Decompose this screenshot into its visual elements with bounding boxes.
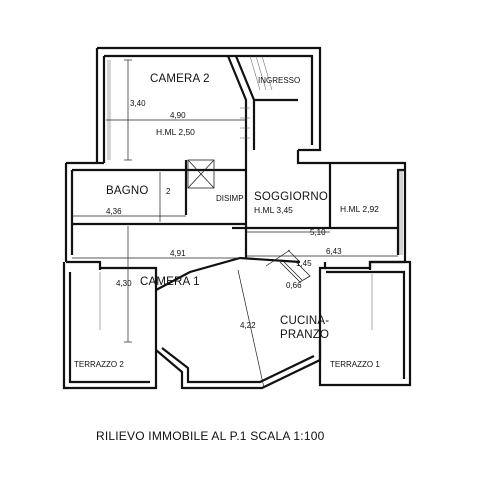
label-disimp: DISIMP — [216, 194, 244, 203]
height-right: H.ML 2,92 — [340, 204, 379, 214]
label-bagno: BAGNO — [106, 185, 149, 197]
outer-walls — [62, 46, 412, 390]
dim-kitchen-1: 1,45 — [296, 259, 312, 268]
dim-camera2-width: 4,90 — [170, 111, 186, 120]
label-ingresso: INGRESSO — [258, 76, 300, 85]
label-cucina-line1: CUCINA- — [280, 315, 329, 327]
label-terrazzo2: TERRAZZO 2 — [74, 360, 124, 369]
dim-right-width: 6,43 — [326, 247, 342, 256]
label-camera2: CAMERA 2 — [150, 73, 210, 85]
dim-bagno-width: 4,36 — [106, 207, 122, 216]
dim-diagonal: 4,22 — [240, 321, 256, 330]
dim-kitchen-2: 0,66 — [286, 281, 302, 290]
hatching — [99, 55, 403, 330]
dimension-lines — [72, 59, 398, 389]
dim-camera2-height: 3,40 — [130, 99, 146, 108]
dim-camera1-height: 4,30 — [116, 279, 132, 288]
plan-caption: RILIEVO IMMOBILE AL P.1 SCALA 1:100 — [96, 429, 325, 443]
label-cucina-line2: PRANZO — [280, 329, 329, 341]
label-terrazzo1: TERRAZZO 1 — [330, 360, 380, 369]
dim-soggiorno-width: 5,10 — [310, 228, 326, 237]
interior-walls — [72, 55, 398, 268]
dim-bagno-height: 2 — [166, 187, 171, 196]
dim-camera1-width: 4,91 — [170, 249, 186, 258]
height-camera2: H.ML 2,50 — [156, 127, 195, 137]
label-soggiorno: SOGGIORNO — [254, 191, 328, 203]
height-soggiorno: H.ML 3,45 — [254, 205, 293, 215]
label-camera1: CAMERA 1 — [140, 276, 200, 288]
